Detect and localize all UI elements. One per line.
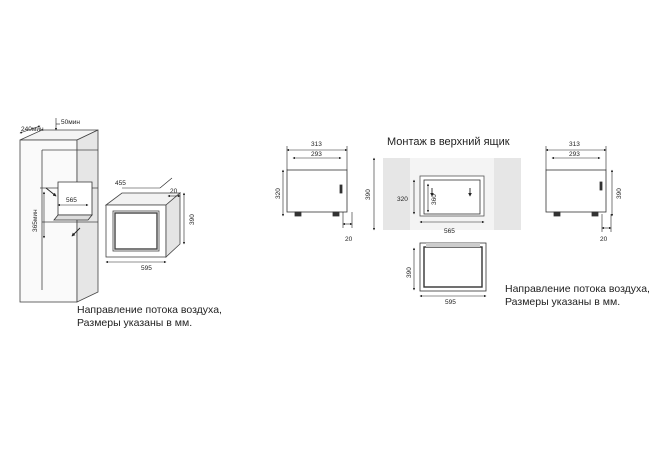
microwave-3d-dims (105, 177, 186, 264)
front-view-microwave (419, 242, 487, 292)
dim-20-label-b: 20 (600, 236, 608, 243)
side-view-b-dims (545, 146, 614, 232)
left-note-line-1: Направление потока воздуха, (77, 304, 222, 316)
tall-cabinet (19, 129, 99, 303)
dim-365-label: 365мин (32, 209, 39, 232)
dim-390-label-c: 390 (365, 189, 372, 200)
dim-455-label: 455 (115, 180, 126, 187)
side-view-a-dims (281, 146, 353, 228)
dim-313-label-b: 313 (569, 141, 580, 148)
dim-240-label: 240мин (21, 126, 44, 133)
dim-595-label-f: 595 (445, 299, 456, 306)
left-note-line-2: Размеры указаны в мм. (77, 317, 193, 329)
dim-293-label-b: 293 (569, 151, 580, 158)
dim-595-label: 595 (141, 265, 152, 272)
dim-390-label-f: 390 (406, 267, 413, 278)
dim-50-line (54, 118, 60, 131)
right-note-line-2: Размеры указаны в мм. (505, 296, 621, 308)
microwave-3d (104, 192, 182, 258)
dim-565-label: 565 (66, 197, 77, 204)
side-view-a (286, 169, 348, 217)
airflow-arrows-center (430, 188, 472, 197)
upper-cabinet-heading: Монтаж в верхний ящик (387, 136, 510, 148)
right-note-line-1: Направление потока воздуха, (505, 283, 650, 295)
dim-320-label-c: 320 (397, 196, 408, 203)
right-note: Направление потока воздуха, Размеры указ… (505, 283, 650, 309)
upper-cabinet-front (383, 158, 521, 230)
dim-320-label: 320 (275, 188, 282, 199)
dim-20-label-a: 20 (345, 236, 353, 243)
dim-390-label: 390 (189, 214, 196, 225)
front-view-dims (412, 247, 487, 298)
dim-313-label: 313 (311, 141, 322, 148)
dim-360-label-c: 360 (431, 194, 438, 205)
side-view-b (545, 169, 607, 217)
upper-cabinet-dims (372, 157, 485, 231)
left-note: Направление потока воздуха, Размеры указ… (77, 304, 222, 330)
dim-565-label-c: 565 (444, 228, 455, 235)
dim-390-label-b: 390 (616, 188, 623, 199)
dim-20-label: 20 (170, 188, 178, 195)
airflow-arrows (45, 187, 81, 237)
dim-240-line (19, 125, 41, 134)
dim-293-label: 293 (311, 151, 322, 158)
dim-50-label: 50мин (61, 119, 80, 126)
